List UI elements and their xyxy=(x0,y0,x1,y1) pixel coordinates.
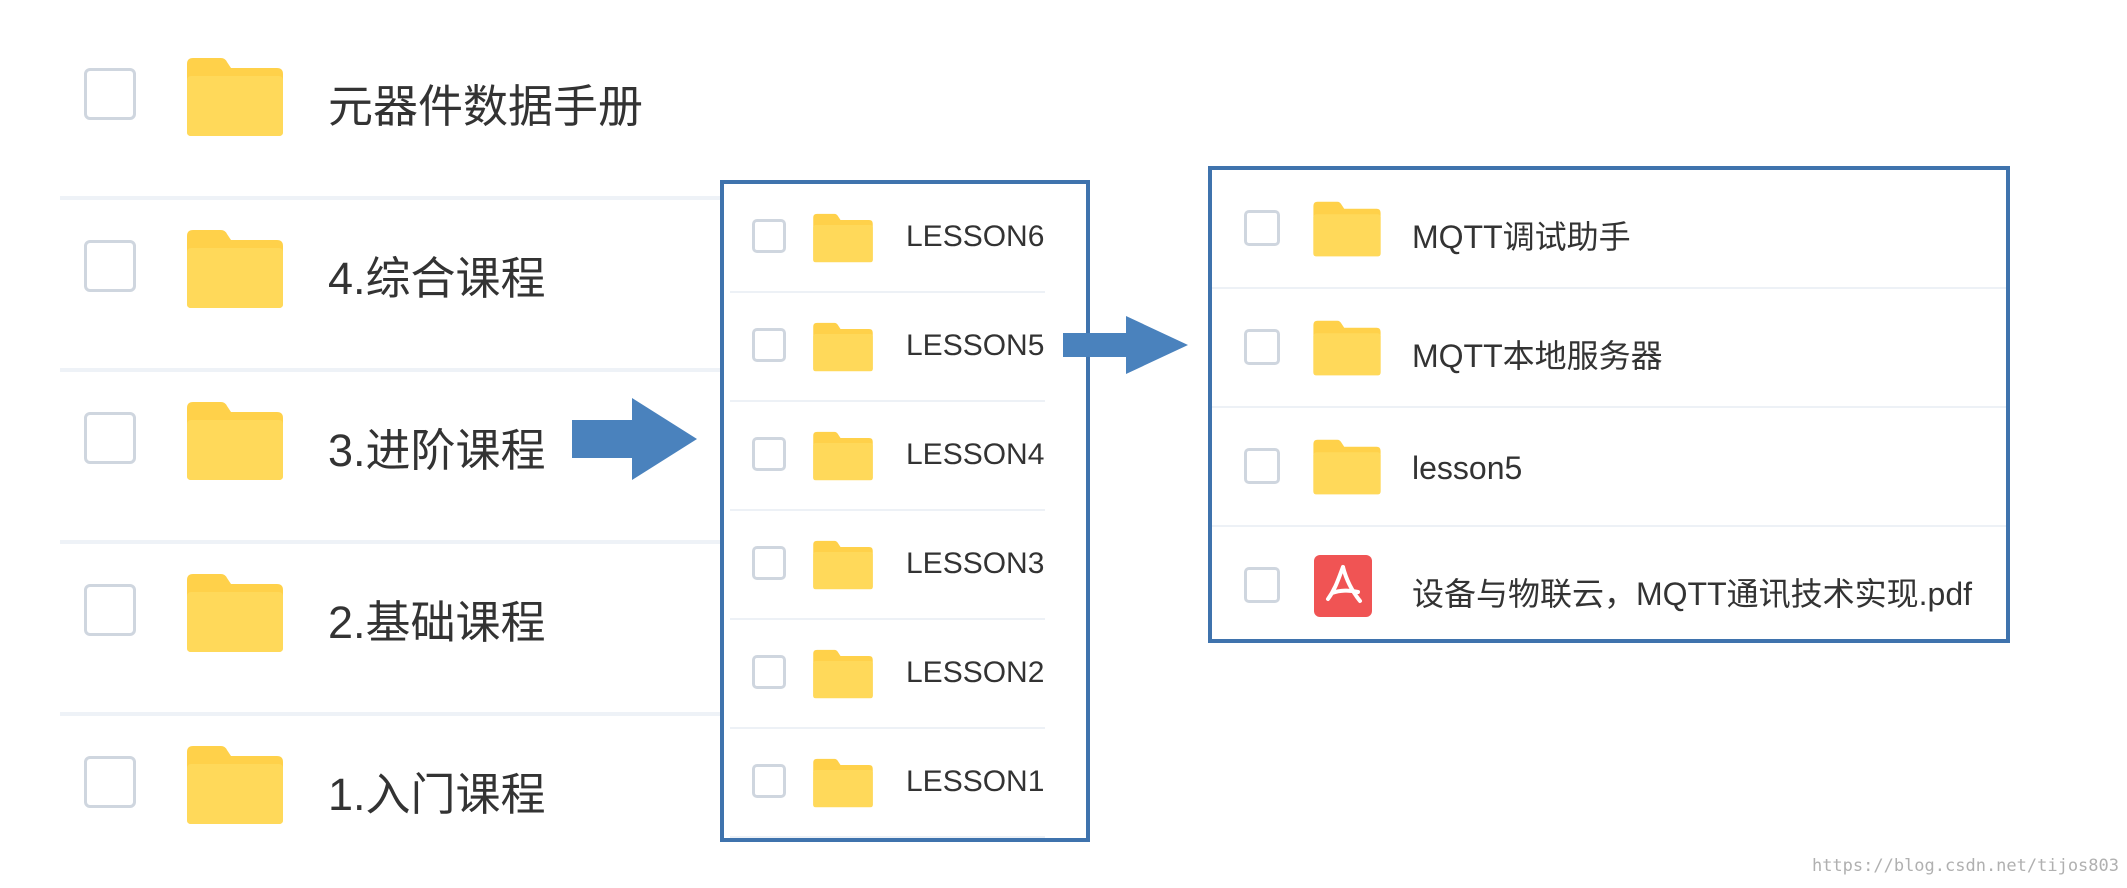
lesson-folder-list: LESSON6 LESSON5 LESSON4 LESSON3 LESSON2 … xyxy=(720,180,1090,842)
row-checkbox[interactable] xyxy=(752,219,786,253)
folder-name[interactable]: LESSON3 xyxy=(906,547,1045,580)
folder-name[interactable]: 2.基础课程 xyxy=(328,597,546,648)
list-item[interactable]: 3.进阶课程 xyxy=(60,372,735,544)
list-item[interactable]: lesson5 xyxy=(1212,408,2006,527)
folder-name[interactable]: 1.入门课程 xyxy=(328,769,546,820)
folder-icon xyxy=(812,321,874,373)
row-checkbox[interactable] xyxy=(84,756,136,808)
folder-icon xyxy=(1312,438,1382,496)
watermark: https://blog.csdn.net/tijos803 xyxy=(1811,856,2119,876)
list-item[interactable]: 设备与物联云，MQTT通讯技术实现.pdf xyxy=(1212,527,2006,646)
row-checkbox[interactable] xyxy=(84,412,136,464)
left-folder-list: 元器件数据手册 4.综合课程 3.进阶课程 2.基础课程 1.入门课程 xyxy=(60,28,735,888)
list-item[interactable]: MQTT本地服务器 xyxy=(1212,289,2006,408)
folder-icon xyxy=(812,648,874,700)
list-item[interactable]: 1.入门课程 xyxy=(60,716,735,888)
folder-icon xyxy=(1312,200,1382,258)
list-item[interactable]: MQTT调试助手 xyxy=(1212,170,2006,289)
row-checkbox[interactable] xyxy=(84,584,136,636)
list-item[interactable]: 元器件数据手册 xyxy=(60,28,735,200)
folder-name[interactable]: MQTT本地服务器 xyxy=(1412,338,1663,374)
lesson5-contents-list: MQTT调试助手 MQTT本地服务器 lesson5 设备与物联云，MQTT通讯… xyxy=(1208,166,2010,643)
list-item[interactable]: LESSON2 xyxy=(730,620,1045,729)
folder-name[interactable]: MQTT调试助手 xyxy=(1412,219,1631,255)
row-checkbox[interactable] xyxy=(752,437,786,471)
list-item[interactable]: LESSON3 xyxy=(730,511,1045,620)
folder-icon xyxy=(185,744,285,826)
folder-icon xyxy=(812,757,874,809)
folder-name[interactable]: LESSON2 xyxy=(906,656,1045,689)
row-checkbox[interactable] xyxy=(1244,210,1280,246)
folder-icon xyxy=(185,572,285,654)
folder-icon xyxy=(185,400,285,482)
list-item[interactable]: LESSON1 xyxy=(730,729,1045,838)
folder-icon xyxy=(812,539,874,591)
row-checkbox[interactable] xyxy=(752,546,786,580)
folder-name[interactable]: 4.综合课程 xyxy=(328,253,546,304)
folder-name[interactable]: LESSON4 xyxy=(906,438,1045,471)
row-checkbox[interactable] xyxy=(752,328,786,362)
folder-icon xyxy=(1312,319,1382,377)
row-checkbox[interactable] xyxy=(84,68,136,120)
folder-icon xyxy=(812,212,874,264)
row-checkbox[interactable] xyxy=(1244,448,1280,484)
row-checkbox[interactable] xyxy=(1244,567,1280,603)
pdf-icon xyxy=(1314,555,1372,617)
folder-icon xyxy=(185,228,285,310)
arrow-right-icon xyxy=(1063,316,1188,374)
folder-icon xyxy=(185,56,285,138)
list-item[interactable]: LESSON4 xyxy=(730,402,1045,511)
row-checkbox[interactable] xyxy=(752,764,786,798)
list-item[interactable]: LESSON6 xyxy=(730,184,1045,293)
folder-name[interactable]: lesson5 xyxy=(1412,450,1523,486)
row-checkbox[interactable] xyxy=(1244,329,1280,365)
arrow-right-icon xyxy=(572,398,697,480)
list-item[interactable]: LESSON5 xyxy=(730,293,1045,402)
folder-icon xyxy=(812,430,874,482)
folder-name[interactable]: LESSON5 xyxy=(906,329,1045,362)
folder-name[interactable]: LESSON6 xyxy=(906,220,1045,253)
list-item[interactable]: 2.基础课程 xyxy=(60,544,735,716)
row-checkbox[interactable] xyxy=(752,655,786,689)
folder-name[interactable]: LESSON1 xyxy=(906,765,1045,798)
file-name[interactable]: 设备与物联云，MQTT通讯技术实现.pdf xyxy=(1412,576,1973,612)
row-checkbox[interactable] xyxy=(84,240,136,292)
folder-name[interactable]: 元器件数据手册 xyxy=(328,81,644,132)
folder-name[interactable]: 3.进阶课程 xyxy=(328,425,546,476)
list-item[interactable]: 4.综合课程 xyxy=(60,200,735,372)
